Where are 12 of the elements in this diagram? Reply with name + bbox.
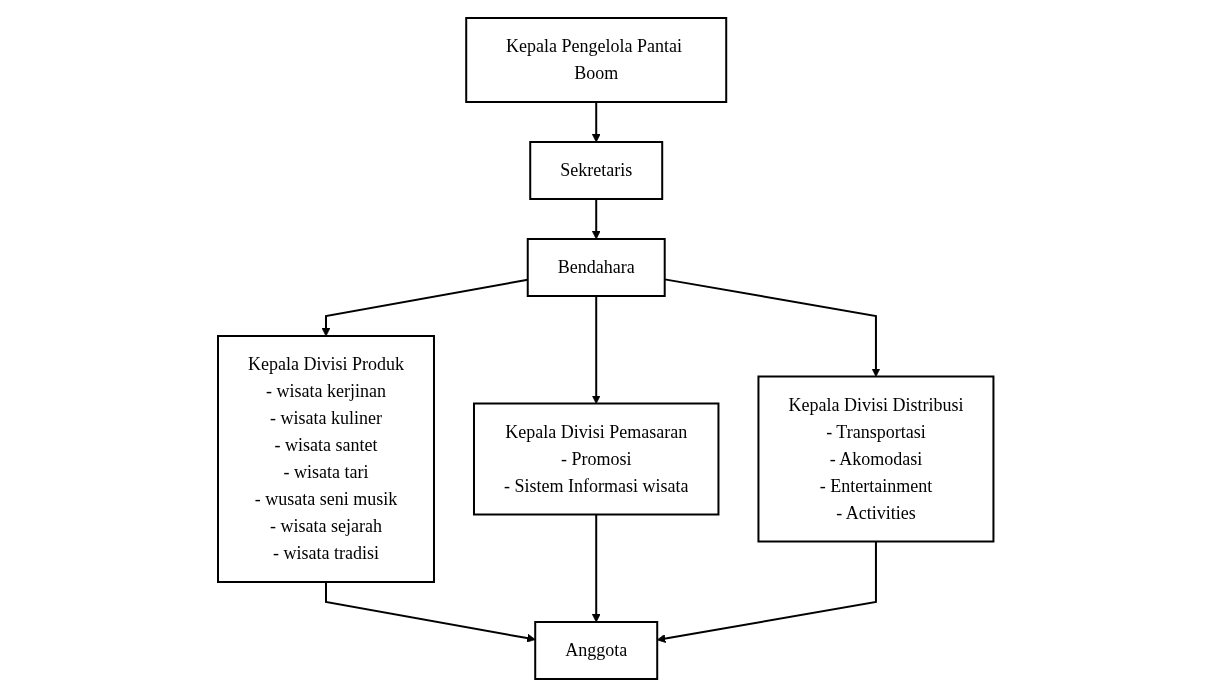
node-box: Kepala Divisi Distribusi - Transportasi - Akomodasi - Entertainment - Activities bbox=[757, 375, 995, 542]
arrow bbox=[324, 580, 536, 642]
arrow bbox=[591, 294, 601, 404]
node-box: Bendahara bbox=[526, 237, 666, 297]
node-box: Anggota bbox=[534, 620, 658, 680]
node-box: Kepala Divisi Pemasaran - Promosi - Sistem Informasi wisata bbox=[472, 402, 720, 515]
arrow bbox=[591, 513, 601, 622]
arrow bbox=[591, 197, 601, 239]
arrow bbox=[591, 100, 601, 142]
node-box: Sekretaris bbox=[529, 140, 663, 200]
node-box: Kepala Divisi Produk - wisata kerjinan - wisata kuliner - wisata santet - wisata tari - wusata seni musik - wisata sejarah - wisata tradisi bbox=[216, 334, 435, 583]
node-box: Kepala Pengelola Pantai Boom bbox=[465, 16, 727, 103]
